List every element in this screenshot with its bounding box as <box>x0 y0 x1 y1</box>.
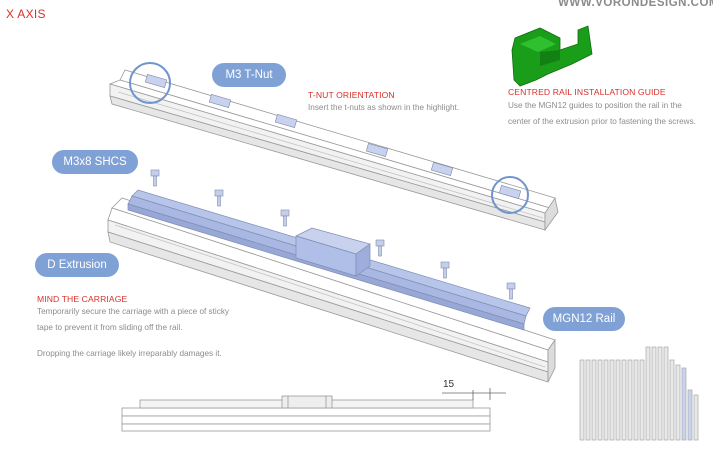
centred-rail-text-1: Use the MGN12 guides to position the rai… <box>508 101 682 110</box>
centred-rail-heading: CENTRED RAIL INSTALLATION GUIDE <box>508 87 666 97</box>
side-view <box>121 395 491 432</box>
t-nuts <box>144 74 522 199</box>
t-nut <box>208 94 232 108</box>
screw <box>214 189 224 207</box>
t-nut <box>274 114 298 128</box>
carriage-heading: MIND THE CARRIAGE <box>37 294 128 304</box>
carriage <box>295 227 371 277</box>
screw <box>375 239 385 257</box>
rail-guide-part <box>511 25 593 87</box>
carriage-text-3: Dropping the carriage likely irreparably… <box>37 349 222 358</box>
rail-stack <box>579 346 699 441</box>
centred-rail-text-2: center of the extrusion prior to fasteni… <box>508 117 696 126</box>
screw <box>150 169 160 187</box>
t-nut <box>144 74 168 88</box>
shcs-screws <box>150 169 516 300</box>
rail-label: MGN12 Rail <box>543 307 625 331</box>
t-nut <box>498 185 522 199</box>
brand-url: WWW.VORONDESIGN.COM <box>558 0 713 9</box>
screw <box>506 282 516 300</box>
carriage-text-1: Temporarily secure the carriage with a p… <box>37 307 230 316</box>
screw <box>280 209 290 227</box>
screw <box>440 261 450 279</box>
t-nut <box>365 143 389 157</box>
dimension-value: 15 <box>443 379 455 390</box>
t-nut <box>430 162 454 176</box>
tnut-orientation-text: Insert the t-nuts as shown in the highli… <box>308 103 460 112</box>
page-title: X AXIS <box>6 7 46 21</box>
tnut-orientation-heading: T-NUT ORIENTATION <box>308 90 395 100</box>
highlight-circle <box>491 176 529 214</box>
shcs-label: M3x8 SHCS <box>52 150 138 174</box>
extrusion-label: D Extrusion <box>35 253 119 277</box>
dimension-line <box>442 388 506 400</box>
highlight-circle <box>129 62 171 104</box>
t-nut-label: M3 T-Nut <box>212 63 286 87</box>
carriage-text-2: tape to prevent it from sliding off the … <box>37 323 183 332</box>
